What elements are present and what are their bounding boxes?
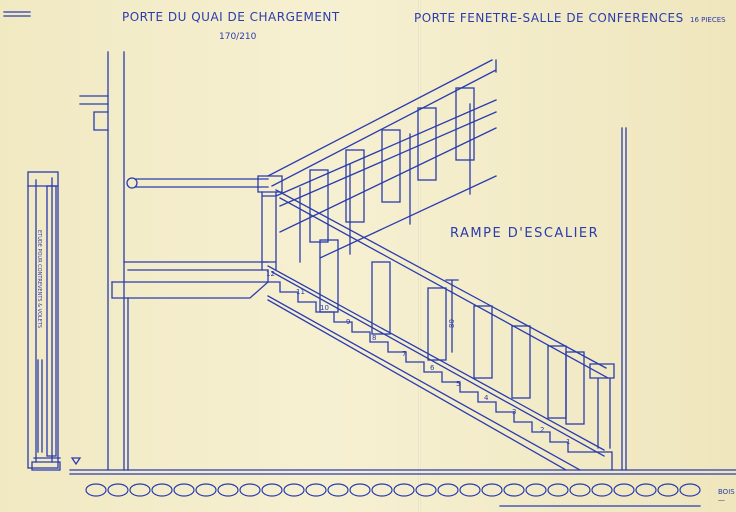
step-number: 8: [372, 334, 376, 342]
title-left: PORTE DU QUAI DE CHARGEMENT: [122, 10, 340, 24]
corner-note-line: BOIS: [718, 488, 735, 496]
step-number: 4: [484, 394, 489, 402]
paper-fold: [418, 0, 421, 512]
step-number-group: 1 2 3 4 5 6 7 8 9 10 11 12 80: [266, 270, 570, 446]
door-elevation: [27, 171, 82, 471]
stair-steps: [267, 269, 613, 471]
title-right: PORTE FENETRE-SALLE DE CONFERENCES: [414, 11, 684, 25]
step-number: 1: [566, 438, 570, 446]
title-right-note: 16 PIECES: [690, 16, 726, 24]
step-number: 9: [346, 318, 350, 326]
step-number: 2: [540, 426, 544, 434]
step-number: 7: [402, 350, 406, 358]
upper-flight: [267, 59, 497, 263]
landing-rail: [126, 175, 283, 271]
wall: [79, 51, 269, 471]
step-number: 10: [320, 304, 329, 312]
border-mark: [3, 11, 31, 17]
step-number: 5: [456, 380, 460, 388]
step-number: 11: [296, 288, 305, 296]
floor: [69, 469, 736, 475]
corner-note: BOIS —: [718, 488, 735, 504]
title-left-dimensions: 170/210: [219, 32, 257, 42]
step-number: 3: [512, 408, 516, 416]
stone-foundation: [85, 483, 701, 507]
main-label: RAMPE D'ESCALIER: [450, 226, 600, 241]
step-number: 12: [266, 270, 275, 278]
height-dimension: 80: [448, 319, 456, 328]
corner-note-line: —: [718, 496, 725, 504]
step-number: 6: [430, 364, 435, 372]
right-wall: [621, 127, 627, 471]
lower-flight: [267, 189, 615, 457]
side-note: ETUDE POUR CONTREVENTS & VOLETS: [36, 230, 42, 329]
